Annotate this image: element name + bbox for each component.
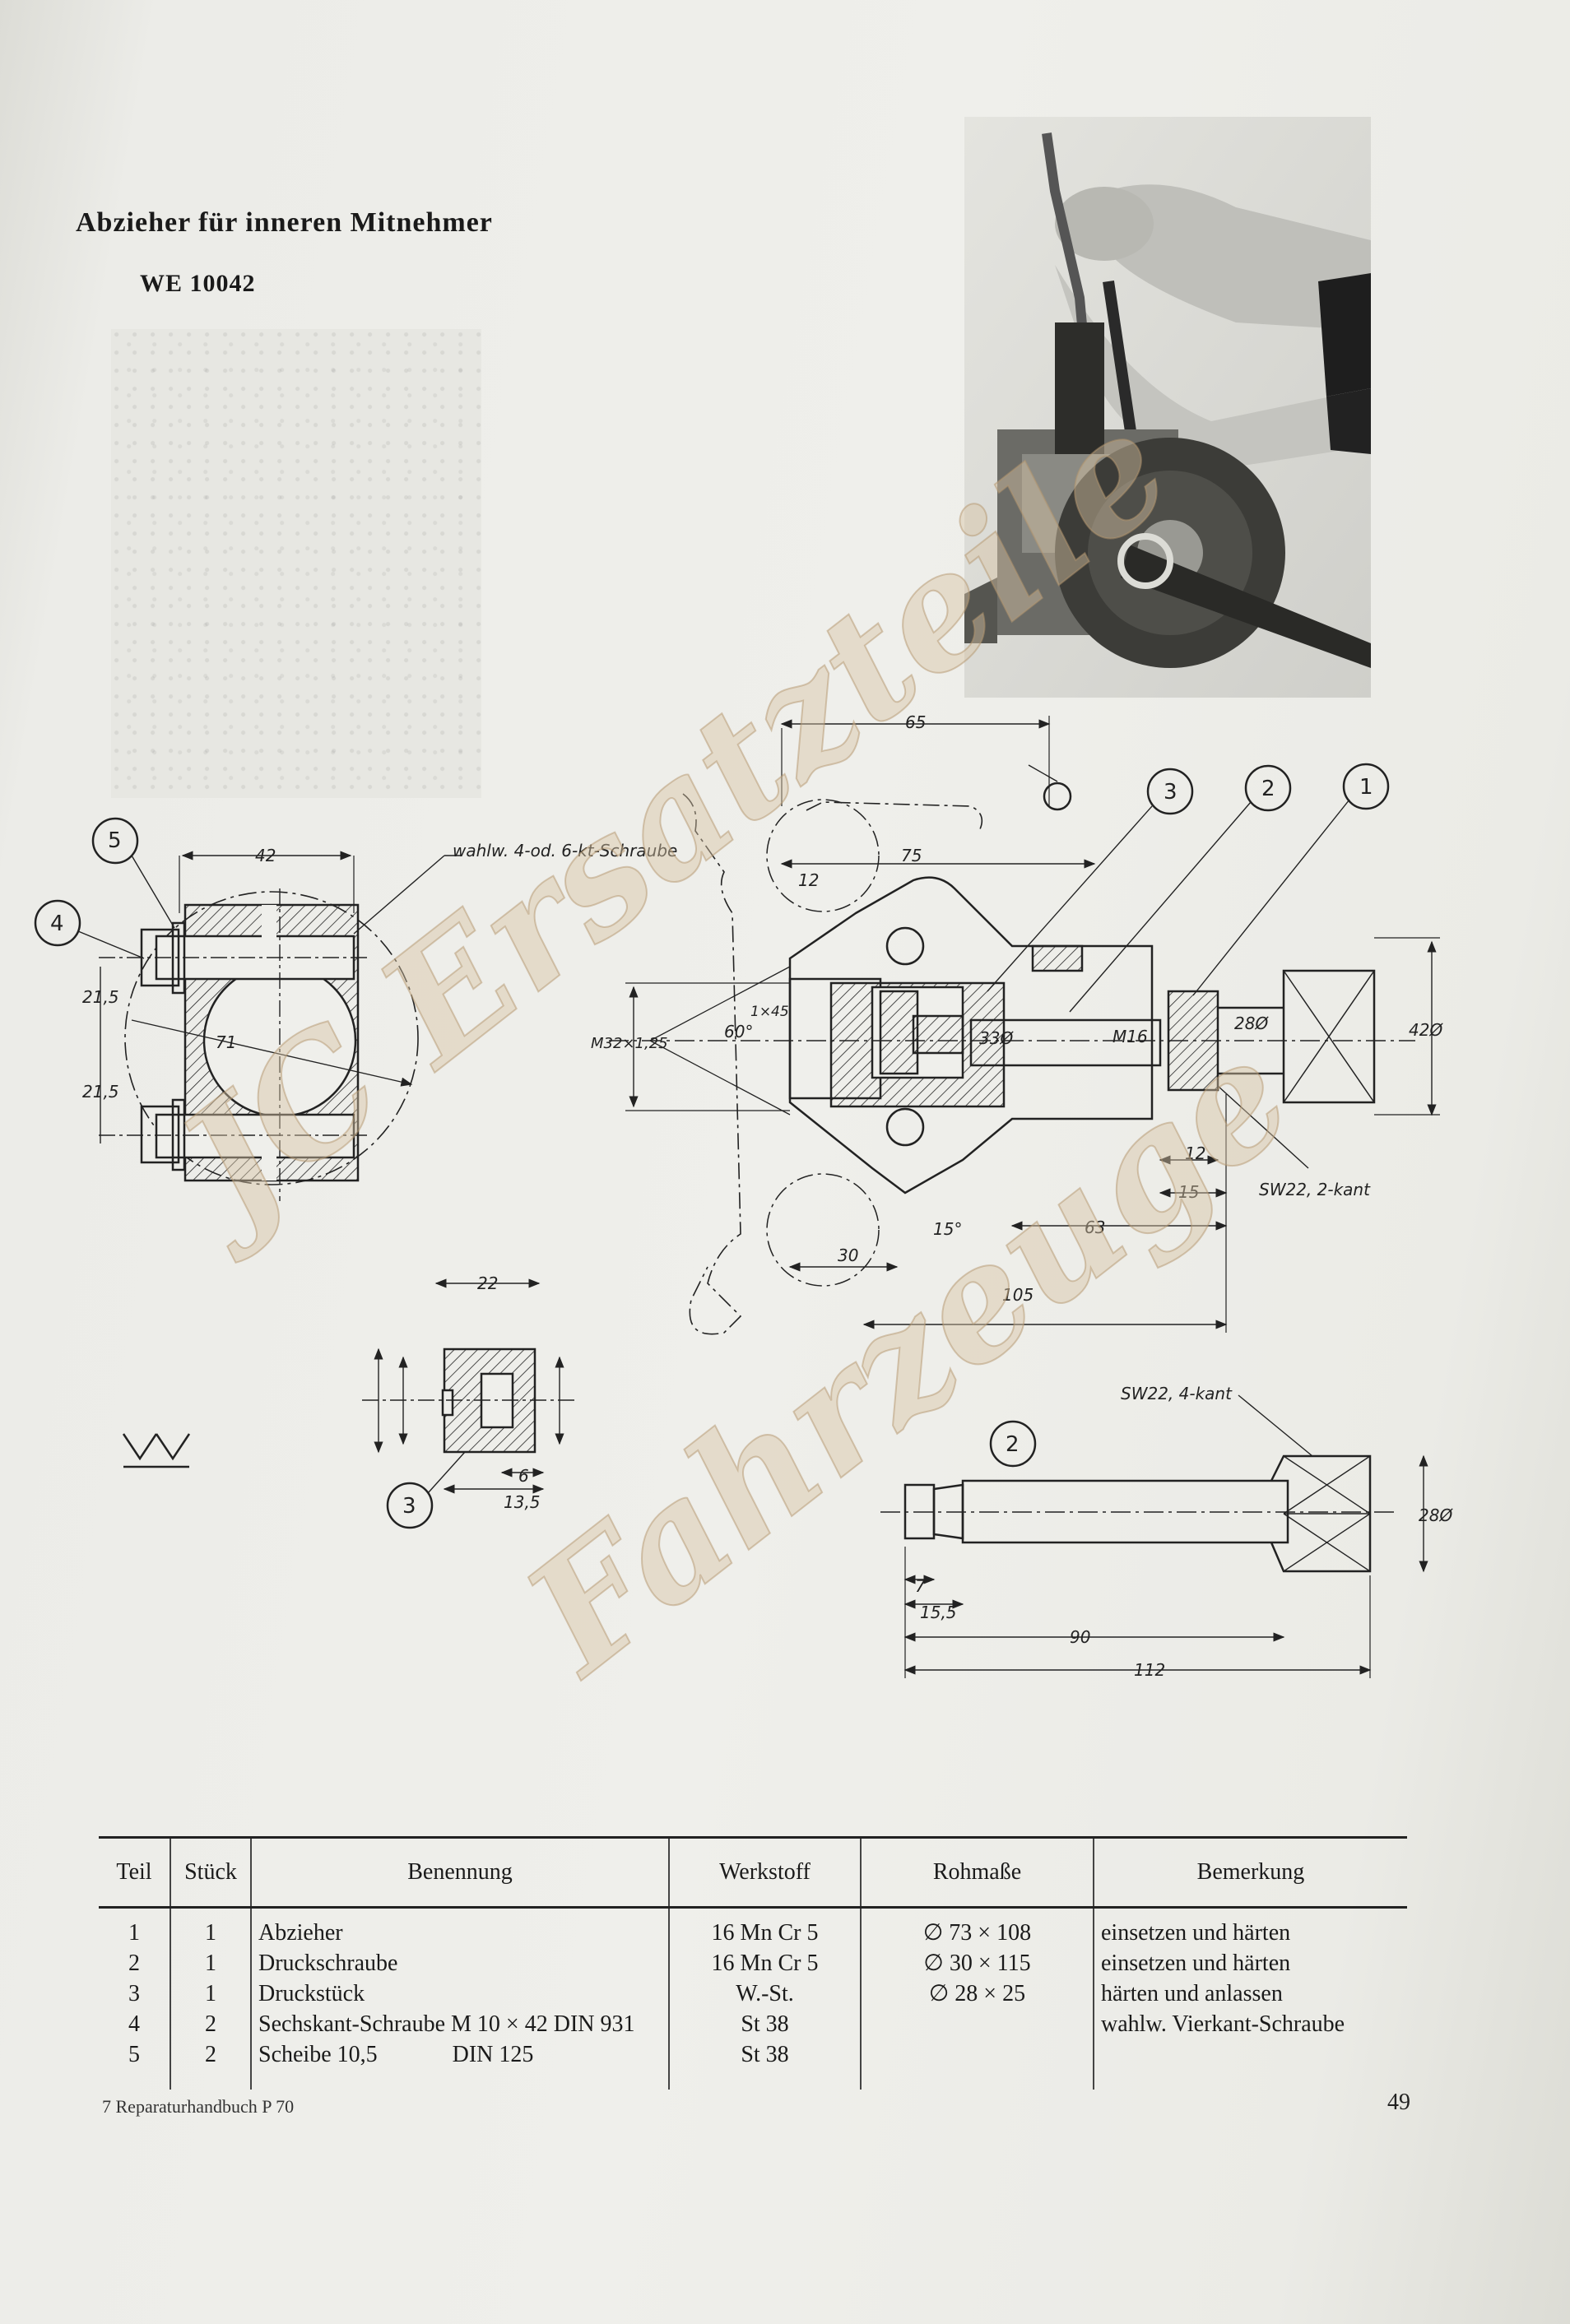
table-row: 5 2 Scheibe 10,5 DIN 125 St 38	[99, 2040, 1407, 2090]
dim-28-part2: 28Ø	[1419, 1505, 1453, 1525]
dim-7: 7	[915, 1576, 926, 1596]
cell-teil: 3	[128, 1981, 140, 2006]
screw-note: wahlw. 4-od. 6-kt-Schraube	[453, 841, 678, 860]
cell-bemerkung: einsetzen und härten	[1093, 1949, 1407, 1979]
dim-6: 6	[518, 1466, 529, 1486]
cell-bemerkung: wahlw. Vierkant-Schraube	[1093, 2010, 1407, 2040]
page-number: 49	[1387, 2090, 1410, 2115]
part-label-4: 4	[50, 912, 64, 936]
table-row: 2 1 Druckschraube 16 Mn Cr 5 ∅ 30 × 115 …	[99, 1949, 1407, 1979]
dim-65: 65	[905, 712, 927, 732]
dim-63: 63	[1085, 1218, 1106, 1237]
dim-33: 33Ø	[979, 1028, 1014, 1048]
cell-bemerkung: einsetzen und härten	[1093, 1907, 1407, 1949]
cell-werkstoff: 16 Mn Cr 5	[668, 1907, 861, 1949]
left-section-view	[34, 817, 461, 1201]
dim-21-5-a: 21,5	[82, 987, 119, 1007]
cell-benennung: Druckstück	[250, 1979, 669, 2010]
dim-105: 105	[1002, 1285, 1034, 1305]
part2-detail-view	[880, 1394, 1428, 1678]
cell-rohmasse	[860, 2010, 1094, 2040]
cell-werkstoff: W.-St.	[668, 1979, 861, 2010]
dim-15-5: 15,5	[920, 1603, 957, 1622]
cell-rohmasse	[860, 2040, 1094, 2090]
part-label-1: 1	[1359, 775, 1373, 800]
dim-15: 15	[1178, 1182, 1200, 1202]
dim-m32: M32×1,25	[591, 1035, 668, 1052]
dim-28: 28Ø	[1234, 1014, 1269, 1033]
part3-detail-view	[362, 1278, 576, 1529]
cell-werkstoff: St 38	[668, 2040, 861, 2090]
cell-bemerkung: härten und anlassen	[1093, 1979, 1407, 2010]
dim-21-5-b: 21,5	[82, 1082, 119, 1102]
table-row: 1 1 Abzieher 16 Mn Cr 5 ∅ 73 × 108 einse…	[99, 1907, 1407, 1949]
dim-m16: M16	[1112, 1027, 1148, 1046]
dim-chamfer: 1×45	[750, 1004, 789, 1020]
photo-illustration	[964, 117, 1371, 698]
dim-112: 112	[1134, 1660, 1166, 1680]
col-werkstoff: Werkstoff	[668, 1836, 861, 1909]
cell-benennung: Sechskant-Schraube M 10 × 42 DIN 931	[250, 2010, 669, 2040]
page-title: Abzieher für inneren Mitnehmer	[76, 207, 493, 238]
dim-12: 12	[798, 870, 820, 890]
dim-22: 22	[477, 1273, 499, 1293]
cell-teil: 5	[128, 2042, 140, 2067]
part-label-5: 5	[108, 828, 122, 853]
tool-number: WE 10042	[140, 270, 256, 297]
cell-stueck: 1	[170, 1949, 251, 1979]
cell-rohmasse: ∅ 73 × 108	[860, 1907, 1094, 1949]
dim-15deg: 15°	[933, 1219, 963, 1239]
cell-teil: 1	[128, 1920, 140, 1946]
dim-71: 71	[216, 1032, 237, 1052]
surface-symbol	[122, 1433, 191, 1468]
dim-60deg: 60°	[724, 1022, 754, 1041]
parts-table: Teil Stück Benennung Werkstoff Rohmaße B…	[99, 1836, 1407, 2090]
cell-rohmasse: ∅ 28 × 25	[860, 1979, 1094, 2010]
part-label-2-detail: 2	[1006, 1432, 1020, 1457]
col-rohmasse: Rohmaße	[860, 1836, 1094, 1909]
part-label-2: 2	[1261, 777, 1275, 801]
cell-stueck: 2	[170, 2010, 251, 2040]
footer-book-title: 7 Reparaturhandbuch P 70	[102, 2096, 295, 2117]
dim-12-main: 12	[1185, 1143, 1206, 1163]
cell-benennung: Abzieher	[250, 1907, 669, 1949]
table-row: 4 2 Sechskant-Schraube M 10 × 42 DIN 931…	[99, 2010, 1407, 2040]
workshop-photo	[964, 117, 1371, 698]
cell-stueck: 2	[170, 2040, 251, 2090]
col-bemerkung: Bemerkung	[1093, 1836, 1407, 1909]
table-header-row: Teil Stück Benennung Werkstoff Rohmaße B…	[99, 1836, 1407, 1909]
cell-teil: 2	[128, 1951, 140, 1976]
part-label-3: 3	[1164, 780, 1178, 805]
cell-teil: 4	[128, 2011, 140, 2037]
drawing-svg	[34, 716, 1440, 1678]
cell-werkstoff: 16 Mn Cr 5	[668, 1949, 861, 1979]
dim-13-5: 13,5	[504, 1492, 541, 1512]
cell-benennung: Druckschraube	[250, 1949, 669, 1979]
main-assembly-view	[609, 716, 1440, 1335]
cell-bemerkung	[1093, 2040, 1407, 2090]
cell-werkstoff: St 38	[668, 2010, 861, 2040]
dim-75: 75	[901, 846, 922, 865]
part-label-3-detail: 3	[402, 1494, 416, 1519]
cell-stueck: 1	[170, 1907, 251, 1949]
table-row: 3 1 Druckstück W.-St. ∅ 28 × 25 härten u…	[99, 1979, 1407, 2010]
technical-drawing: 5 4 3 2 1 3 2 wahlw. 4-od. 6-kt-Schraube…	[0, 707, 1570, 1719]
col-teil: Teil	[99, 1836, 170, 1909]
sw22-2-note: SW22, 2-kant	[1259, 1180, 1370, 1199]
col-benennung: Benennung	[250, 1836, 669, 1909]
col-stueck: Stück	[170, 1836, 251, 1909]
cell-benennung: Scheibe 10,5 DIN 125	[250, 2040, 669, 2090]
faded-print-area	[111, 329, 481, 798]
dim-90: 90	[1070, 1627, 1091, 1647]
cell-rohmasse: ∅ 30 × 115	[860, 1949, 1094, 1979]
sw22-4-note: SW22, 4-kant	[1121, 1384, 1232, 1403]
dim-30: 30	[838, 1245, 859, 1265]
dim-42: 42	[255, 846, 276, 865]
dim-42-main: 42Ø	[1409, 1020, 1443, 1040]
cell-stueck: 1	[170, 1979, 251, 2010]
